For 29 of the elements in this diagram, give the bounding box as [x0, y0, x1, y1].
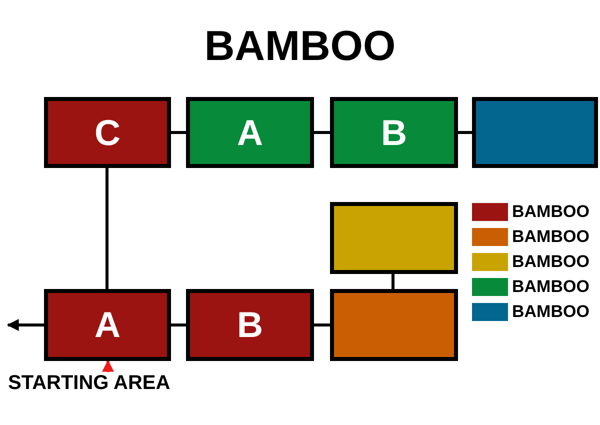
block-letter: B: [381, 112, 407, 152]
legend-text: BAMBOO: [512, 302, 590, 322]
connector-line: [314, 131, 330, 134]
block-letter: B: [237, 305, 263, 345]
connector-line: [171, 324, 186, 326]
block-box: [330, 202, 458, 274]
arrow: [6, 319, 44, 331]
block-box: [186, 97, 314, 168]
block-box: [330, 97, 458, 168]
block-box: [186, 289, 314, 361]
connector-line: [171, 131, 186, 134]
block-box: [472, 97, 598, 168]
connector-line: [458, 131, 472, 134]
block-box: [44, 97, 171, 168]
connector-line: [392, 274, 394, 289]
block-letter: A: [94, 305, 120, 345]
diagram-title: BAMBOO: [203, 22, 397, 70]
legend-text: BAMBOO: [512, 277, 590, 297]
legend-text: BAMBOO: [512, 227, 590, 247]
block-box: [330, 289, 458, 361]
arrow: [102, 360, 114, 372]
connector-line: [314, 324, 330, 326]
legend-text: BAMBOO: [512, 252, 590, 272]
block-letter: A: [237, 112, 263, 152]
block-box: [44, 289, 171, 361]
area-label: STARTING AREA: [8, 372, 170, 394]
connector-line: [106, 168, 108, 289]
block-letter: C: [94, 112, 120, 152]
legend-text: BAMBOO: [512, 202, 590, 222]
